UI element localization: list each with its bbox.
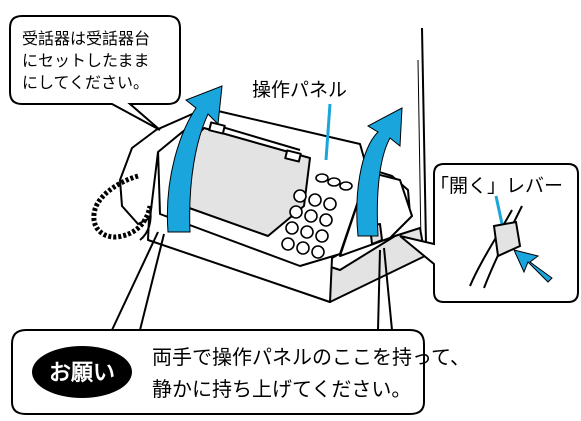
push-arrow — [513, 249, 553, 283]
handset-note-bubble: 受話器は受話器台 にセットしたまま にしてください。 — [9, 15, 181, 131]
handset-note-line-3: にしてください。 — [22, 73, 149, 92]
request-badge: お願い — [32, 346, 132, 398]
handset — [119, 107, 207, 225]
antenna — [421, 27, 427, 245]
request-line-1: 両手で操作パネルのここを持って、 — [152, 345, 470, 369]
lever-closeup — [469, 205, 523, 289]
keypad — [281, 173, 353, 259]
handset-note-line-1: 受話器は受話器台 — [22, 29, 150, 48]
curly-cord — [91, 173, 153, 240]
lever-label: 「開く」レバー — [430, 175, 563, 197]
panel-label-callout: 操作パネル — [252, 79, 347, 161]
lift-arrow-right — [356, 107, 403, 237]
request-line-2: 静かに持ち上げてください。 — [152, 377, 411, 401]
lift-arrows — [166, 85, 403, 237]
fax-machine-illustration — [91, 27, 427, 303]
request-pointer-lines — [111, 231, 393, 331]
handset-note-line-2: にセットしたまま — [22, 51, 150, 70]
lever-zoom-bubble: 「開く」レバー — [399, 163, 579, 303]
panel-label: 操作パネル — [252, 79, 347, 101]
request-badge-label: お願い — [49, 361, 115, 386]
request-bubble: お願い 両手で操作パネルのここを持って、 静かに持ち上げてください。 — [11, 329, 470, 415]
lift-arrow-left — [166, 85, 223, 233]
